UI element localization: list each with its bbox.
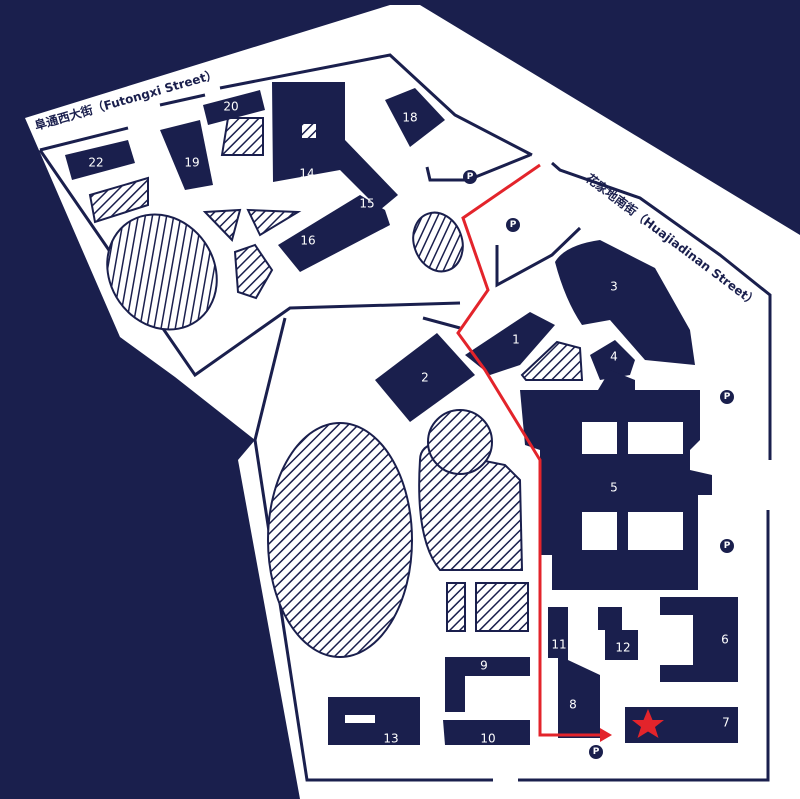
star-icon <box>632 709 664 738</box>
label-building-5: 5 <box>610 481 618 495</box>
parking-icon: P <box>720 390 734 404</box>
route-arrow-icon <box>456 163 612 742</box>
label-building-18: 18 <box>402 111 417 125</box>
label-building-19: 19 <box>184 156 199 170</box>
label-building-3: 3 <box>610 280 618 294</box>
building-20 <box>203 90 265 125</box>
label-building-13: 13 <box>383 732 398 746</box>
parking-markers: P P P P P <box>463 170 734 759</box>
building-8 <box>548 607 600 738</box>
svg-text:P: P <box>510 220 517 230</box>
road-lines <box>38 53 772 782</box>
sports-field-west <box>106 213 218 331</box>
label-building-9: 9 <box>480 659 488 673</box>
building-labels: 1 2 3 4 5 6 7 8 9 10 11 12 13 14 15 16 1… <box>88 100 729 746</box>
label-building-15: 15 <box>359 197 374 211</box>
label-building-1: 1 <box>512 333 520 347</box>
building-18 <box>385 88 445 147</box>
label-building-20: 20 <box>223 100 238 114</box>
svg-text:P: P <box>467 172 474 182</box>
building-22 <box>65 140 135 180</box>
svg-text:P: P <box>724 541 731 551</box>
sports-field-main <box>267 422 413 658</box>
building-16 <box>278 195 390 272</box>
svg-text:P: P <box>593 747 600 757</box>
label-building-16: 16 <box>300 234 315 248</box>
building-19 <box>160 120 213 190</box>
label-building-2: 2 <box>421 371 429 385</box>
label-building-6: 6 <box>721 633 729 647</box>
label-building-12: 12 <box>615 641 630 655</box>
building-6 <box>660 597 738 682</box>
parking-icon: P <box>589 745 603 759</box>
building-10 <box>443 720 530 745</box>
label-building-22: 22 <box>88 156 103 170</box>
building-12 <box>598 607 638 660</box>
building-1 <box>465 312 555 375</box>
building-2 <box>375 333 475 422</box>
label-building-7: 7 <box>722 716 730 730</box>
label-building-11: 11 <box>551 638 566 652</box>
label-building-10: 10 <box>480 732 495 746</box>
building-14 <box>272 82 398 210</box>
svg-text:P: P <box>724 392 731 402</box>
building-9 <box>445 657 530 712</box>
parking-icon: P <box>720 539 734 553</box>
parking-icon: P <box>463 170 477 184</box>
parking-icon: P <box>506 218 520 232</box>
label-building-14: 14 <box>299 167 314 181</box>
buildings <box>65 82 738 745</box>
label-building-8: 8 <box>569 698 577 712</box>
label-building-4: 4 <box>610 350 618 364</box>
building-4 <box>590 340 635 380</box>
building-3 <box>555 240 695 365</box>
hatched-areas <box>88 117 584 658</box>
